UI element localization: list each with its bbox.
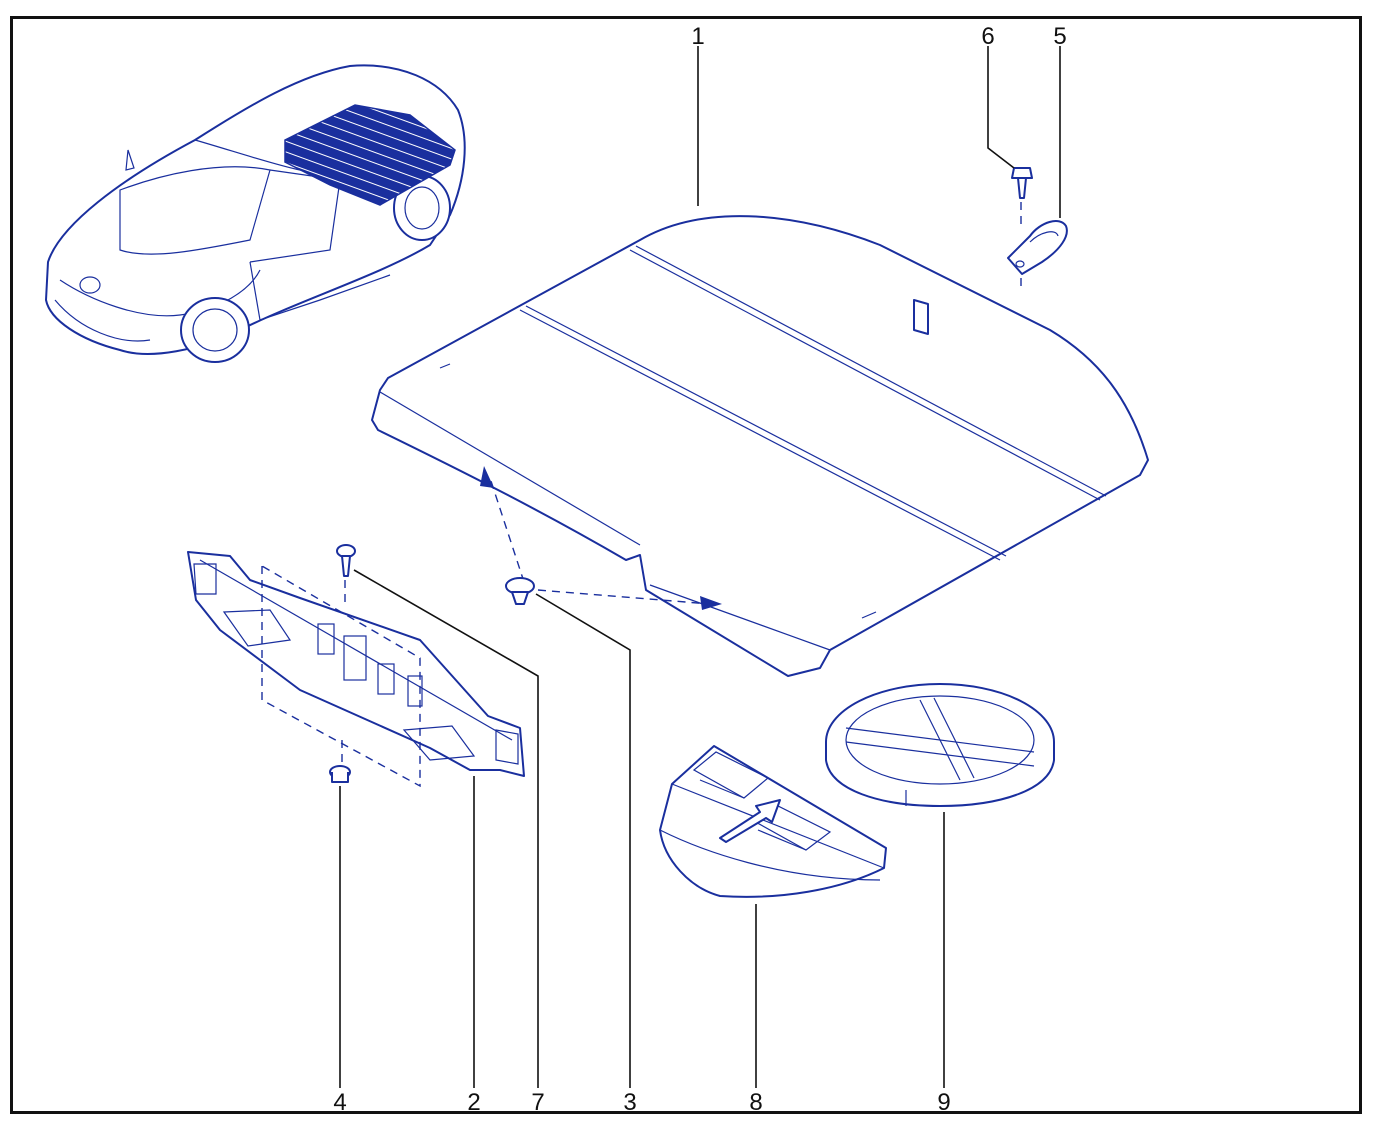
callout-3: 3 xyxy=(623,1089,636,1116)
hatchback-car-icon xyxy=(45,64,466,363)
arrow-head xyxy=(700,596,722,610)
callout-8: 8 xyxy=(749,1089,762,1116)
support-bracket xyxy=(187,551,525,777)
leader-lines xyxy=(339,46,1061,1088)
arrow-head xyxy=(480,466,494,488)
storage-tray xyxy=(659,745,887,898)
strap-eye xyxy=(1007,220,1068,275)
callout-7: 7 xyxy=(531,1089,544,1116)
push-clip xyxy=(505,577,535,605)
callout-1: 1 xyxy=(691,23,704,50)
callout-6: 6 xyxy=(981,23,994,50)
callout-9: 9 xyxy=(937,1089,950,1116)
callout-4: 4 xyxy=(333,1089,346,1116)
assembly-arrow xyxy=(537,589,711,605)
spare-wheel-support xyxy=(825,683,1055,807)
boot-floor-panel xyxy=(371,215,1149,677)
diagram-frame xyxy=(10,16,1362,1114)
callout-5: 5 xyxy=(1053,23,1066,50)
clip-nut xyxy=(329,765,351,783)
assembly-arrow xyxy=(489,477,525,583)
screw xyxy=(336,544,356,577)
assembly-outline xyxy=(261,564,421,788)
screw xyxy=(1011,167,1033,199)
callout-2: 2 xyxy=(467,1089,480,1116)
